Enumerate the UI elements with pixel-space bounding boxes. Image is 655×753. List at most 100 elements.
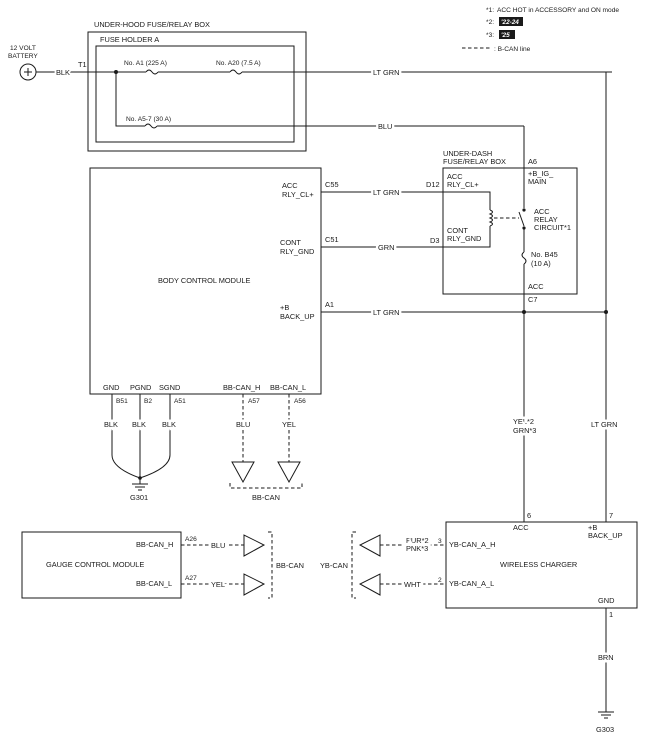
- relay-label-1: ACC: [534, 207, 550, 216]
- legend-note3-badge-bg: [499, 30, 515, 39]
- bcm-backup-pin2: BACK_UP: [280, 312, 315, 321]
- charger-outline: [445, 521, 638, 609]
- charger-pin-2: 2: [438, 577, 442, 584]
- fuse-b45-icon: [521, 251, 527, 265]
- fuse-a57-icon: [144, 123, 158, 129]
- gauge-can-l-arrow: [243, 573, 266, 596]
- legend: *1: ACC HOT in ACCESSORY and ON mode *2:…: [462, 7, 619, 53]
- fuse-a1-label: No. A1 (225 A): [124, 60, 167, 67]
- gauge-canl-pin: BB-CAN_L: [136, 579, 172, 588]
- ground-g301-label: G301: [130, 493, 148, 502]
- charger-pin-3: 3: [438, 538, 442, 545]
- charger-can-l-arrow: [358, 573, 381, 596]
- bcm-can-wire-h: BLU: [236, 420, 250, 429]
- bcm-can-wire-l: YEL: [282, 420, 296, 429]
- fuse-a20-icon: [229, 69, 243, 75]
- underdash-box-outline: [442, 167, 578, 295]
- legend-note3-key: *3:: [486, 32, 494, 39]
- underdash-d3: D3: [430, 236, 439, 245]
- fuse-holder-title: FUSE HOLDER A: [100, 35, 159, 44]
- legend-note3-badge: '25: [501, 32, 510, 39]
- fuse-a1-icon: [145, 69, 159, 75]
- underdash-a6: A6: [528, 157, 537, 166]
- legend-note2-badge-bg: [499, 17, 523, 26]
- bcm-acc-conn: C55: [325, 180, 339, 189]
- bcm-gnd-wire-1: BLK: [104, 420, 118, 429]
- underdash-c7: C7: [528, 295, 537, 304]
- bcm-acc-pin2: RLY_CL+: [282, 190, 314, 199]
- ground-g303-label: G303: [596, 725, 614, 734]
- bcm-cont-pin: CONT: [280, 238, 301, 247]
- charger-wire-pur: PUR*2: [406, 536, 429, 545]
- underhood-fuse-box: UNDER-HOOD FUSE/RELAY BOX FUSE HOLDER A …: [87, 20, 524, 152]
- bcm-cont-pin2: RLY_GND: [280, 247, 314, 256]
- relay-coil-icon: [488, 209, 493, 227]
- charger-title: WIRELESS CHARGER: [500, 560, 577, 569]
- top-ltgrn-label: LT GRN: [373, 68, 399, 77]
- charger-acc-pin: ACC: [513, 523, 529, 532]
- relay-label-3: CIRCUIT*1: [534, 223, 571, 232]
- bcm-bbcan-label: BB-CAN: [252, 493, 280, 502]
- fuse-a57-label: No. A5-7 (30 A): [126, 116, 171, 123]
- bcm-sgnd-pin: SGND: [159, 383, 180, 392]
- bcm-can-l-arrow: [277, 461, 301, 484]
- bcm-gnd-wire-3: BLK: [162, 420, 176, 429]
- fuse-holder-outline: [95, 45, 295, 143]
- charger-pin-1: 1: [609, 610, 613, 619]
- blu-wire-label: BLU: [378, 122, 392, 131]
- bcm-title: BODY CONTROL MODULE: [158, 276, 250, 285]
- charger-wire-wht: WHT: [404, 580, 421, 589]
- charger-wire-grn: GRN*3: [513, 426, 536, 435]
- legend-note2-key: *2:: [486, 19, 494, 26]
- fuse-a20-label: No. A20 (7.5 A): [216, 60, 261, 67]
- underdash-big-main-2: MAIN: [528, 177, 546, 186]
- charger-ybcan-h-pin: YB-CAN_A_H: [449, 540, 495, 549]
- bcm-backup-pin: +B: [280, 303, 289, 312]
- legend-note2-badge: '22-24: [501, 19, 519, 26]
- charger-gnd-wire-label: BRN: [598, 653, 614, 662]
- bcm-a51: A51: [174, 398, 186, 405]
- gauge-outline: [21, 531, 182, 599]
- bcm-gnd-wire-2: BLK: [132, 420, 146, 429]
- bcm-a57: A57: [248, 398, 260, 405]
- battery-label-1: 12 VOLT: [10, 45, 36, 52]
- bcm-b51: B51: [116, 398, 128, 405]
- charger-gnd-pin: GND: [598, 596, 614, 605]
- fuse-a57-branch: [115, 72, 145, 127]
- body-control-module: BODY CONTROL MODULE ACC RLY_CL+ C55 LT G…: [89, 167, 606, 502]
- bcm-outline: [89, 167, 322, 395]
- bcm-gnd-pin: GND: [103, 383, 119, 392]
- legend-note1-key: *1:: [486, 7, 494, 14]
- charger-backup-pin-2: BACK_UP: [588, 531, 623, 540]
- charger-wire-yel: YEL*2: [513, 417, 534, 426]
- bcm-acc-wire: LT GRN: [373, 188, 399, 197]
- charger-wire-pnk: PNK*3: [406, 544, 428, 553]
- bcm-acc-pin: ACC: [282, 181, 298, 190]
- charger-ybcan-l-pin: YB-CAN_A_L: [449, 579, 494, 588]
- underhood-box-title: UNDER-HOOD FUSE/RELAY BOX: [94, 20, 210, 29]
- bcm-a56: A56: [294, 398, 306, 405]
- underdash-acc-rly-1: ACC: [447, 172, 463, 181]
- bcm-b2: B2: [144, 398, 152, 405]
- underdash-cont-rly-1: CONT: [447, 226, 468, 235]
- underdash-acc-rly-2: RLY_CL+: [447, 180, 479, 189]
- relay-switch-icon: [518, 211, 525, 227]
- underdash-d12: D12: [426, 180, 440, 189]
- bcm-pgnd-pin: PGND: [130, 383, 151, 392]
- underdash-fuse-box: UNDER-DASH FUSE/RELAY BOX A6 +B_IG_ MAIN…: [426, 149, 578, 304]
- gauge-wire-l: YEL: [211, 580, 225, 589]
- battery: 12 VOLT BATTERY BLK T1: [8, 45, 612, 81]
- charger-ybcan-label: YB-CAN: [320, 561, 348, 570]
- underdash-big-main-1: +B_IG_: [528, 169, 554, 178]
- bcm-canl-pin: BB-CAN_L: [270, 383, 306, 392]
- bcm-backup-conn: A1: [325, 300, 334, 309]
- charger-pin-7: 7: [609, 511, 613, 520]
- gauge-can-h-arrow: [243, 534, 266, 557]
- battery-label-2: BATTERY: [8, 53, 38, 60]
- gauge-canh-pin: BB-CAN_H: [136, 540, 173, 549]
- charger-wire-ltgrn: LT GRN: [591, 420, 617, 429]
- relay-label-2: RELAY: [534, 215, 558, 224]
- underdash-cont-rly-2: RLY_GND: [447, 234, 481, 243]
- fuse-b45-label-2: (10 A): [531, 259, 551, 268]
